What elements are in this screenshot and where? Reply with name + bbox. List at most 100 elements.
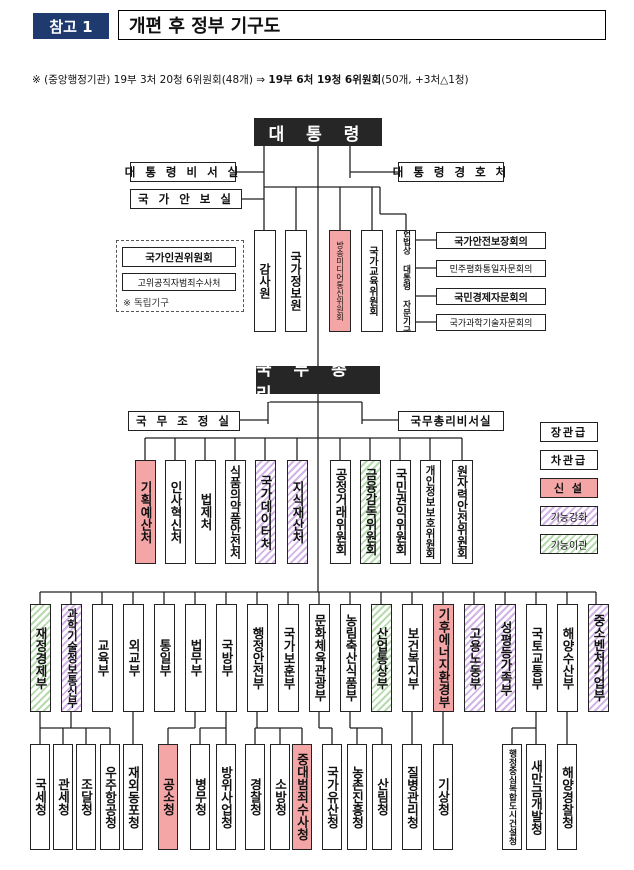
legend-item: 기능강화	[540, 506, 598, 526]
presidential-agency-label: 방송미디어통신위원회	[335, 241, 345, 321]
ministry-label: 행정안전부	[250, 626, 265, 690]
presidential-agency-box: 국가정보원	[285, 230, 307, 332]
presidential-agency-box: 국가교육위원회	[361, 230, 383, 332]
ministry-box: 해양수산부	[557, 604, 578, 712]
agency-label: 중대범죄수사청	[294, 753, 310, 841]
pm-agency-label: 인사혁신처	[168, 480, 183, 544]
presidential-agency-label: 감사원	[257, 263, 272, 299]
presidential-agency-box: 방송미디어통신위원회	[329, 230, 351, 332]
pm-agency-box: 원자력안전위원회	[452, 460, 473, 564]
pm-agency-label: 원자력안전위원회	[455, 465, 469, 559]
agency-box: 행정중심복합도시건설청	[502, 744, 522, 850]
agency-label: 행정중심복합도시건설청	[506, 749, 517, 845]
agency-box: 국세청	[30, 744, 50, 850]
agency-box: 소방청	[270, 744, 290, 850]
agency-box: 방위사업청	[216, 744, 236, 850]
agency-box: 재외동포청	[123, 744, 143, 850]
agency-box: 해양경찰청	[557, 744, 577, 850]
ministry-box: 국토교통부	[526, 604, 547, 712]
ministry-label: 외교부	[126, 639, 141, 677]
ministry-label: 기후에너지환경부	[436, 608, 451, 708]
ministry-box: 과학기술정보통신부	[61, 604, 82, 712]
pm-agency-box: 법제처	[195, 460, 216, 564]
pm-agency-label: 법제처	[198, 493, 213, 531]
advisory-item: 민주평화통일자문회의	[436, 260, 546, 277]
agency-label: 질병관리청	[404, 765, 420, 829]
agency-box: 기상청	[433, 744, 453, 850]
agency-box: 공소청	[158, 744, 178, 850]
pm-agency-box: 금융감독위원회	[360, 460, 381, 564]
agency-box: 농촌진흥청	[347, 744, 367, 850]
agency-label: 해양경찰청	[559, 765, 575, 829]
ministry-label: 교육부	[95, 639, 110, 677]
page-title: 개편 후 정부 기구도	[118, 10, 606, 40]
summary-after: 19부 6처 19청 6위원회	[268, 74, 382, 86]
advisory-group-box: 헌법상 대통령 자문기구	[396, 230, 416, 332]
agency-box: 관세청	[53, 744, 73, 850]
ministry-box: 농림축산식품부	[340, 604, 361, 712]
advisory-item: 국가안전보장회의	[436, 232, 546, 249]
ministry-box: 외교부	[123, 604, 144, 712]
agency-label: 조달청	[78, 778, 94, 816]
ministry-label: 국토교통부	[529, 626, 544, 690]
agency-label: 기상청	[435, 778, 451, 816]
pm-agency-label: 국민권익위원회	[393, 468, 408, 556]
agency-label: 병무청	[192, 778, 208, 816]
presidential-agency-label: 국가정보원	[288, 251, 303, 311]
pm-agency-label: 개인정보보호위원회	[424, 465, 436, 559]
summary-line: ※ (중앙행정기관) 19부 3처 20청 6위원회(48개) ⇒ 19부 6처…	[32, 72, 469, 87]
independent-group: 국가인권위원회 고위공직자범죄수사처 ※ 독립기구	[116, 240, 244, 312]
agency-box: 새만금개발청	[526, 744, 546, 850]
agency-label: 국세청	[32, 778, 48, 816]
ministry-label: 성평등가족부	[498, 620, 513, 696]
pm-agency-label: 지식재산처	[290, 480, 305, 544]
pm-secretariat-box: 국무총리비서실	[398, 411, 504, 431]
pm-agency-box: 국가데이터처	[255, 460, 276, 564]
ministry-label: 문화체육관광부	[312, 614, 327, 702]
presidential-agency-label: 국가교육위원회	[366, 246, 378, 316]
ministry-label: 국방부	[219, 639, 234, 677]
ministry-box: 문화체육관광부	[309, 604, 330, 712]
agency-label: 산림청	[374, 778, 390, 816]
agency-box: 중대범죄수사청	[292, 744, 312, 850]
presidential-guard-box: 대 통 령 경 호 처	[393, 162, 506, 182]
national-security-office-box: 국 가 안 보 실	[130, 189, 242, 209]
agency-box: 산림청	[372, 744, 392, 850]
ministry-box: 중소벤처기업부	[588, 604, 609, 712]
ministry-label: 법무부	[188, 639, 203, 677]
agency-box: 질병관리청	[402, 744, 422, 850]
arrow-icon: ⇒	[256, 74, 266, 86]
agency-label: 재외동포청	[125, 765, 141, 829]
advisory-item: 국민경제자문회의	[436, 288, 546, 305]
pm-coordination-office-box: 국 무 조 정 실	[128, 411, 240, 431]
agency-box: 우주항공청	[100, 744, 120, 850]
agency-box: 경찰청	[245, 744, 265, 850]
prime-minister-box: 국 무 총 리	[256, 360, 380, 405]
agency-label: 우주항공청	[102, 765, 118, 829]
agency-label: 공소청	[160, 778, 176, 816]
agency-box: 국가유산청	[322, 744, 342, 850]
agency-box: 조달청	[76, 744, 96, 850]
agency-label: 경찰청	[247, 778, 263, 816]
ministry-label: 통일부	[157, 639, 172, 677]
agency-box: 병무청	[190, 744, 210, 850]
ministry-label: 해양수산부	[560, 626, 575, 690]
ministry-box: 고용노동부	[464, 604, 485, 712]
ministry-label: 국가보훈부	[281, 626, 296, 690]
ministry-box: 기후에너지환경부	[433, 604, 454, 712]
summary-before: (중앙행정기관) 19부 3처 20청 6위원회(48개)	[44, 74, 253, 86]
ministry-box: 재정경제부	[30, 604, 51, 712]
ministry-label: 중소벤처기업부	[591, 614, 606, 702]
legend-item: 신 설	[540, 478, 598, 498]
pm-agency-box: 식품의약품안전처	[225, 460, 246, 564]
ministry-box: 국방부	[216, 604, 237, 712]
human-rights-commission-box: 국가인권위원회	[122, 247, 236, 267]
ministry-box: 산업통상부	[371, 604, 392, 712]
summary-after-note: (50개, +3처△1청)	[381, 74, 469, 86]
pm-agency-box: 기획예산처	[135, 460, 156, 564]
ministry-label: 보건복지부	[405, 626, 420, 690]
ministry-label: 재정경제부	[33, 626, 48, 690]
pm-agency-label: 국가데이터처	[258, 474, 273, 550]
ministry-box: 통일부	[154, 604, 175, 712]
